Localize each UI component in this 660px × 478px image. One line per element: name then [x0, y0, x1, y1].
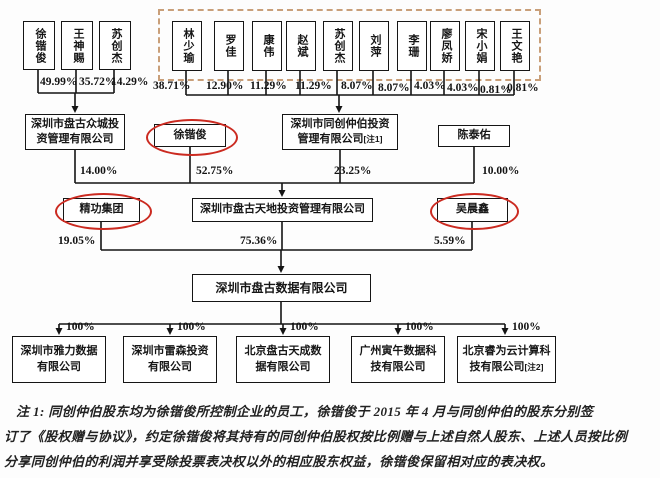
shareholder-box-xu-kaijun: 徐锴俊	[154, 124, 226, 147]
ownership-pct: 100%	[177, 321, 206, 333]
company-name: 深圳市雅力数据有限公司	[20, 345, 98, 373]
company-name-with-note: 深圳市同创仲伯投资管理有限公司[注1]	[286, 117, 394, 148]
ownership-pct: 4.03%	[447, 82, 479, 94]
shareholder-box: 苏创杰	[323, 21, 353, 71]
shareholder-box: 林少瑜	[172, 21, 202, 71]
company-box-pangu-zhongcheng: 深圳市盘古众城投资管理有限公司	[25, 114, 125, 150]
ownership-pct: 23.25%	[334, 165, 372, 177]
ownership-pct: 8.07%	[378, 82, 410, 94]
shareholder-box-wu-chenxin: 吴晨鑫	[437, 198, 508, 222]
shareholder-name: 徐锴俊	[33, 27, 46, 64]
ownership-pct: 38.71%	[153, 80, 191, 92]
ownership-pct: 10.00%	[482, 165, 520, 177]
shareholder-name: 苏创杰	[332, 28, 345, 64]
shareholder-box: 王文艳	[500, 21, 530, 71]
company-name: 精功集团	[79, 203, 124, 216]
shareholder-name: 李珊	[406, 34, 419, 58]
company-name: 北京盘古天成数据有限公司	[244, 345, 322, 373]
shareholder-name: 陈泰佑	[457, 129, 491, 142]
footnote-line: 订了《股权赠与协议》，约定徐锴俊将其持有的同创仲伯股权按比例赠与上述自然人股东、…	[4, 429, 628, 444]
subsidiary-box: 深圳市雅力数据有限公司	[12, 336, 106, 383]
company-name: 深圳市同创仲伯投资管理有限公司	[290, 117, 390, 145]
ownership-pct: 11.29%	[295, 80, 332, 92]
shareholder-name: 徐锴俊	[173, 128, 207, 141]
ownership-pct: 8.07%	[341, 80, 373, 92]
ownership-pct: 52.75%	[196, 165, 234, 177]
company-name: 北京睿为云计算科技有限公司	[462, 345, 551, 373]
ownership-pct: 5.59%	[434, 235, 466, 247]
shareholder-box: 赵斌	[286, 21, 316, 71]
ownership-pct: 11.29%	[250, 80, 287, 92]
shareholder-name: 罗佳	[223, 34, 236, 58]
ownership-pct: 0.81%	[507, 82, 539, 94]
ownership-pct: 100%	[405, 321, 434, 333]
note-ref: [注1]	[363, 134, 383, 144]
shareholder-box: 宋小娟	[465, 21, 495, 71]
shareholder-box: 康伟	[252, 21, 282, 71]
company-name: 广州寅午数据科技有限公司	[359, 345, 437, 373]
shareholder-box-chen-taiyou: 陈泰佑	[438, 125, 510, 147]
subsidiary-box: 深圳市雷森投资有限公司	[123, 336, 217, 383]
company-box-pangu-data: 深圳市盘古数据有限公司	[192, 274, 371, 302]
subsidiary-box: 广州寅午数据科技有限公司	[351, 336, 445, 383]
company-box-pangu-tiandi: 深圳市盘古天地投资管理有限公司	[192, 198, 373, 222]
footnote-line: 分享同创仲伯的利润并享受除投票表决权以外的相应股东权益，徐锴俊保留相对应的表决权…	[4, 454, 554, 469]
company-name: 深圳市雷森投资有限公司	[131, 345, 209, 373]
ownership-pct: 100%	[290, 321, 319, 333]
shareholder-name: 林少瑜	[181, 28, 194, 64]
shareholder-name: 苏创杰	[109, 27, 122, 64]
ownership-pct: 14.29%	[111, 76, 149, 88]
footnote-line: 注 1: 同创仲伯股东均为徐锴俊所控制企业的员工，徐锴俊于 2015 年 4 月…	[16, 404, 594, 419]
shareholder-name: 宋小娟	[474, 28, 487, 64]
shareholder-name: 王神赐	[71, 27, 84, 64]
ownership-pct: 100%	[66, 321, 95, 333]
company-name: 深圳市盘古天地投资管理有限公司	[200, 203, 365, 216]
company-name-with-note: 北京睿为云计算科技有限公司[注2]	[461, 344, 552, 375]
note-ref: [注2]	[524, 361, 544, 372]
ownership-pct: 4.03%	[414, 80, 446, 92]
shareholder-box: 徐锴俊	[23, 21, 55, 70]
ownership-pct: 49.99%	[40, 76, 78, 88]
company-name: 深圳市盘古众城投资管理有限公司	[31, 117, 119, 145]
ownership-pct: 19.05%	[58, 235, 96, 247]
shareholder-box: 李珊	[397, 21, 427, 71]
shareholder-name: 廖凤娇	[439, 28, 452, 64]
ownership-pct: 75.36%	[240, 235, 278, 247]
shareholder-name: 赵斌	[295, 34, 308, 58]
shareholder-name: 刘萍	[368, 34, 381, 58]
company-box-jinggong: 精功集团	[63, 198, 140, 222]
shareholder-box: 苏创杰	[99, 21, 131, 70]
subsidiary-box: 北京睿为云计算科技有限公司[注2]	[457, 336, 556, 383]
shareholder-box: 廖凤娇	[430, 21, 460, 71]
company-name: 深圳市盘古数据有限公司	[215, 280, 348, 295]
company-box-tongchuang: 深圳市同创仲伯投资管理有限公司[注1]	[282, 114, 398, 150]
shareholder-name: 王文艳	[509, 28, 522, 64]
ownership-pct: 100%	[512, 321, 541, 333]
subsidiary-box: 北京盘古天成数据有限公司	[236, 336, 330, 383]
shareholder-box: 刘萍	[359, 21, 389, 71]
shareholder-name: 吴晨鑫	[456, 203, 489, 216]
ownership-pct: 12.90%	[206, 80, 244, 92]
shareholder-box: 罗佳	[214, 21, 244, 71]
shareholder-name: 康伟	[261, 34, 274, 58]
shareholder-box: 王神赐	[61, 21, 93, 70]
ownership-pct: 14.00%	[80, 165, 118, 177]
